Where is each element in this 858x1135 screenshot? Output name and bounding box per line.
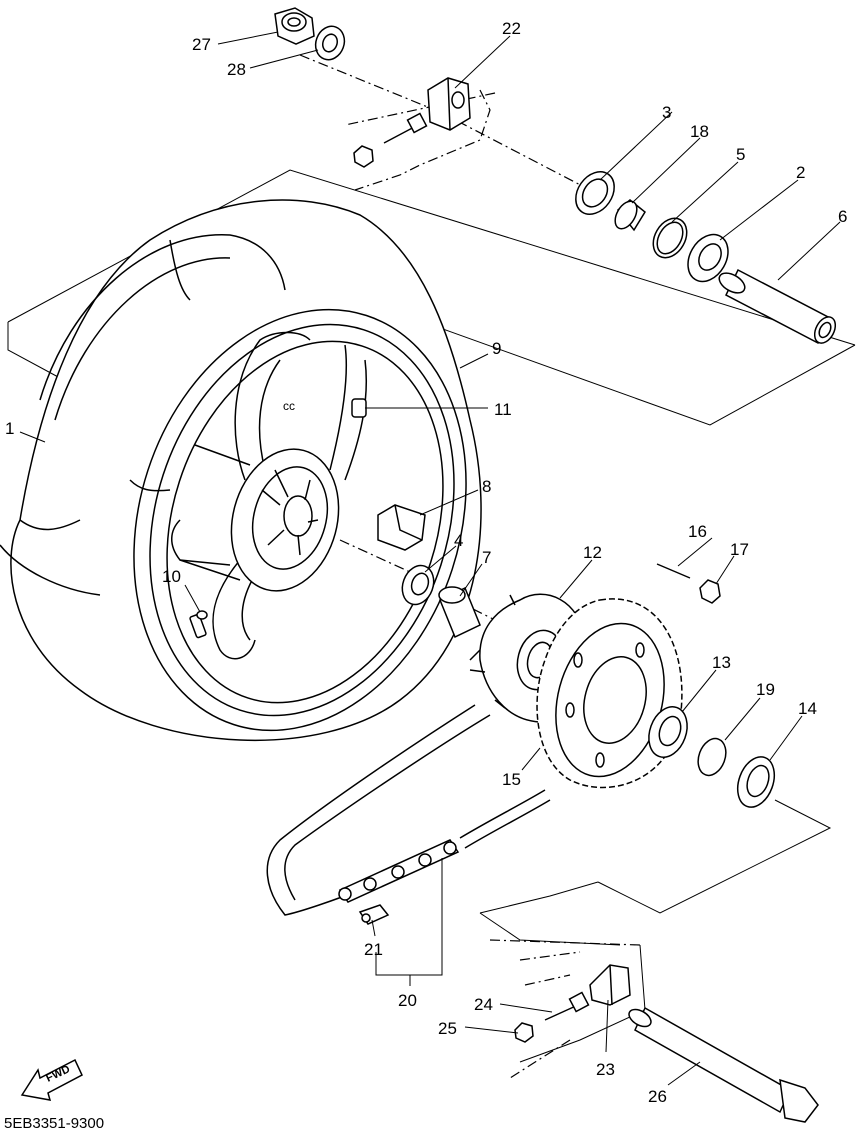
sprocket [536,598,683,789]
balance-weight [351,398,367,418]
callout-14: 14 [798,699,817,718]
callout-18: 18 [690,122,709,141]
callout-10: 10 [162,567,181,586]
callout-labels: 27 28 22 3 18 5 2 6 9 11 1 8 4 7 10 12 1… [5,19,847,1106]
sprocket-collar [697,737,727,777]
callout-5: 5 [736,145,745,164]
callout-3: 3 [662,103,671,122]
sprocket-guide-plane [479,799,832,1063]
callout-21: 21 [364,940,383,959]
drawing-code: 5EB3351-9300 [4,1115,104,1130]
callout-1: 1 [5,419,14,438]
hub-bearing [401,564,435,606]
callout-9: 9 [492,339,501,358]
callout-4: 4 [454,531,463,550]
chain-adjuster-block [427,77,471,131]
sprocket-stud [656,563,691,579]
spacer-collar [438,586,481,639]
axle-nut [274,7,315,45]
washer [314,25,346,61]
callout-6: 6 [838,207,847,226]
sprocket-nut [699,579,721,604]
callout-8: 8 [482,477,491,496]
lower-adjuster-block [589,964,631,1006]
leader-lines [19,31,841,1086]
axle-guide-plane [7,169,856,426]
callout-2: 2 [796,163,805,182]
callout-7: 7 [482,548,491,567]
rear-axle [628,1006,819,1123]
callout-13: 13 [712,653,731,672]
circlip [652,217,688,259]
rim-marking-text: cc [283,399,295,413]
callout-24: 24 [474,995,493,1014]
adjuster-nut [353,145,374,168]
drive-chain [266,704,551,916]
callout-22: 22 [502,19,521,38]
callout-20: 20 [398,991,417,1010]
rear-wheel: cc [0,199,482,742]
spacer-tube [718,268,837,345]
callout-26: 26 [648,1087,667,1106]
callout-19: 19 [756,680,775,699]
sprocket-oil-seal [736,756,776,808]
callout-11: 11 [494,400,512,419]
callout-17: 17 [730,540,749,559]
fwd-arrow-icon: FWD [20,1058,83,1101]
lower-adjuster-bolt [544,991,590,1021]
sprocket-bearing [648,706,688,758]
callout-15: 15 [502,770,521,789]
lower-adjuster-nut [514,1022,534,1043]
callout-16: 16 [688,522,707,541]
callout-23: 23 [596,1060,615,1079]
bearing [687,233,729,283]
adjuster-bolt [383,112,428,144]
oil-seal [575,171,615,215]
callout-27: 27 [192,35,211,54]
callout-12: 12 [583,543,602,562]
callout-25: 25 [438,1019,457,1038]
valve-stem [189,610,208,639]
damper-block [377,504,426,551]
collar [614,199,646,232]
callout-28: 28 [227,60,246,79]
chain-joint [358,904,390,925]
